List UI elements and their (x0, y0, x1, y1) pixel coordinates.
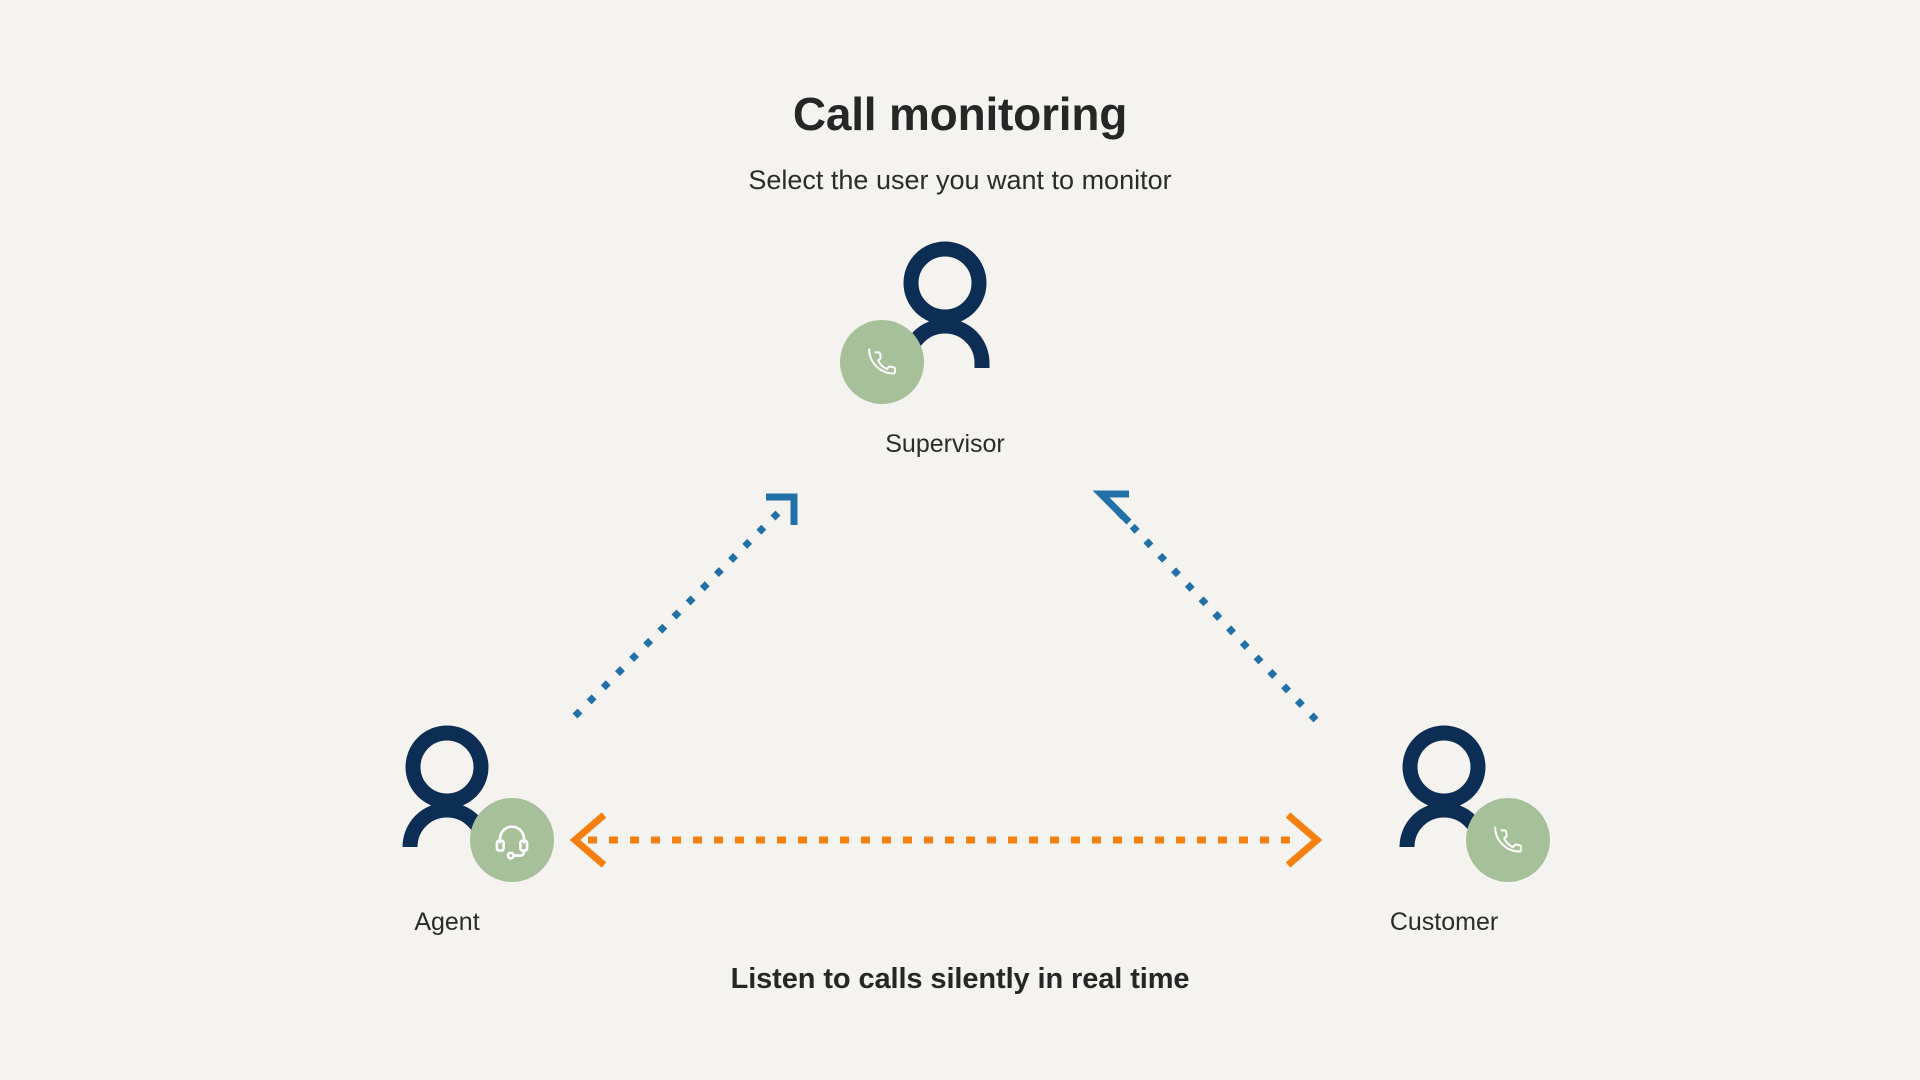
badge-circle (840, 320, 924, 404)
arrowhead-left-icon (569, 812, 607, 868)
footer-caption: Listen to calls silently in real time (730, 963, 1190, 995)
badge-customer-phone (1466, 798, 1550, 882)
connection-agent-customer-call (569, 812, 1323, 868)
dotted-line-customer-supervisor (1112, 505, 1319, 723)
badge-agent-headset (470, 798, 554, 882)
node-label-customer: Customer (1389, 908, 1499, 936)
badge-circle (470, 798, 554, 882)
node-agent[interactable] (402, 725, 554, 882)
badge-circle (1466, 798, 1550, 882)
phone-icon (1494, 826, 1522, 853)
page-subtitle: Select the user you want to monitor (748, 165, 1172, 195)
connection-customer-to-supervisor (1092, 490, 1319, 723)
arrowhead-up-right-icon (766, 493, 798, 525)
node-supervisor[interactable] (840, 241, 990, 404)
phone-icon (868, 348, 896, 375)
page-title: Call monitoring (792, 87, 1128, 140)
node-label-agent: Agent (414, 908, 480, 936)
node-customer[interactable] (1399, 725, 1550, 882)
dotted-line-agent-supervisor (572, 508, 783, 719)
badge-supervisor-phone (840, 320, 924, 404)
headset-icon (495, 825, 529, 860)
connection-agent-to-supervisor (572, 493, 798, 719)
arrowhead-right-icon (1285, 812, 1323, 868)
arrowhead-up-left-icon (1092, 490, 1132, 525)
node-label-supervisor: Supervisor (885, 430, 1005, 458)
